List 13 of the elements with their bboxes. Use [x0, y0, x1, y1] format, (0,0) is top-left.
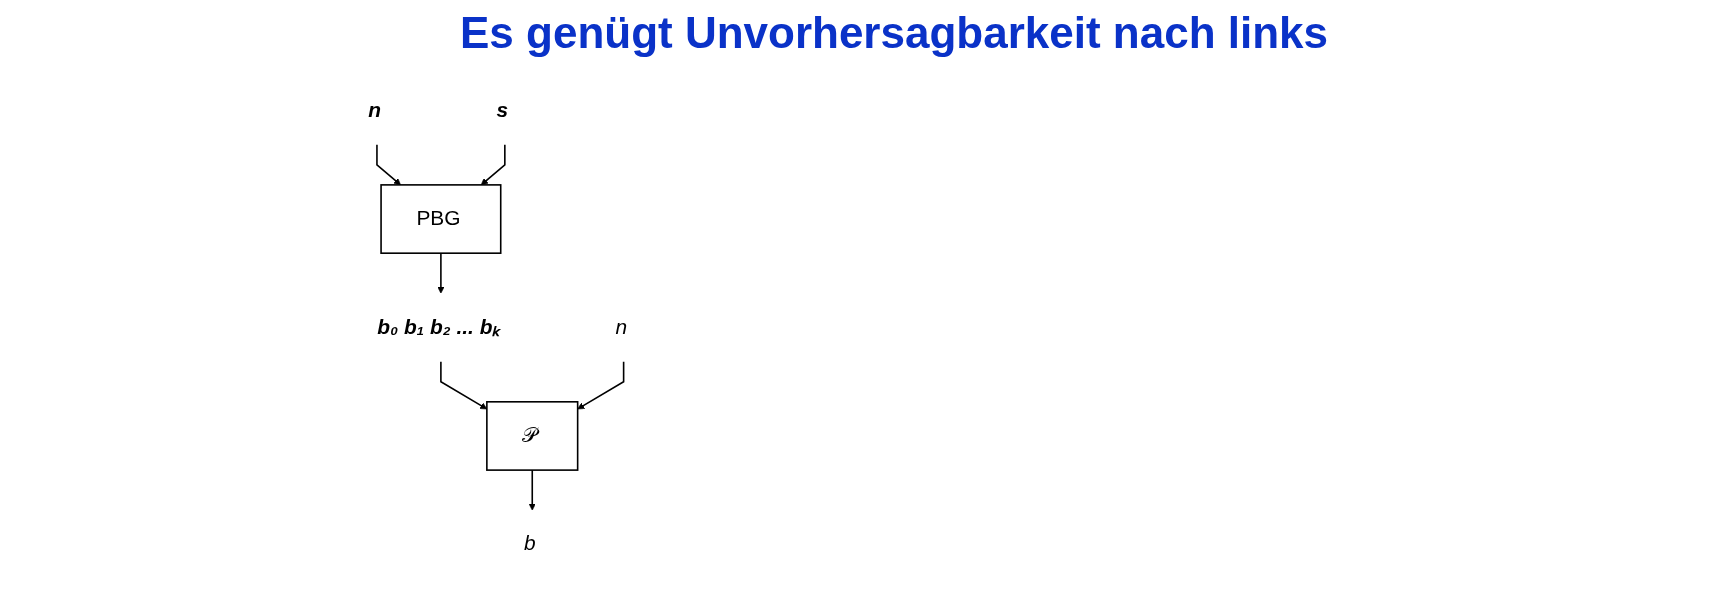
arrow: [577, 360, 625, 410]
arrow: [376, 143, 401, 186]
arrow: [437, 252, 445, 294]
arrow: [480, 143, 506, 186]
node-box: PBG: [380, 184, 502, 254]
node-text: n: [368, 97, 381, 122]
title: Es genügt Unvorhersagbarkeit nach links: [460, 8, 1328, 58]
node-text: n: [615, 314, 628, 339]
arrow: [528, 469, 536, 511]
node-box: 𝒫: [486, 401, 579, 471]
node-text: b: [524, 531, 536, 556]
node-text: s: [496, 97, 509, 122]
node-text: b₀ b₁ b₂ ... bₖ: [377, 314, 500, 339]
